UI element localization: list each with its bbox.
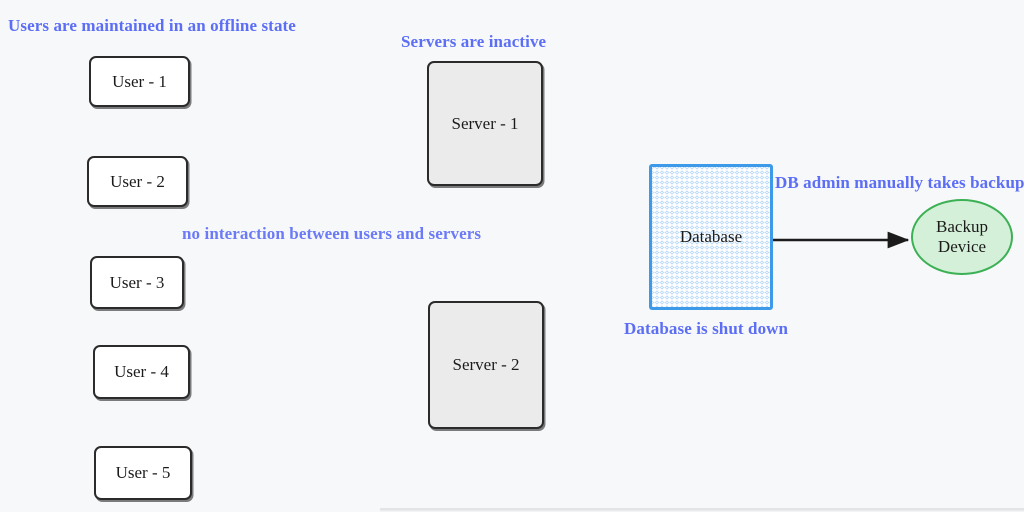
node-user-1-label: User - 1 xyxy=(112,71,167,91)
annotation-servers-inactive: Servers are inactive xyxy=(401,32,547,51)
node-database-label: Database xyxy=(679,227,743,247)
page-bottom-edge xyxy=(380,508,1024,512)
annotation-no-interaction: no interaction between users and servers xyxy=(182,224,482,243)
node-user-4[interactable]: User - 4 xyxy=(93,345,190,399)
node-server-1-label: Server - 1 xyxy=(451,113,519,133)
node-user-3-label: User - 3 xyxy=(109,272,165,292)
annotation-users-offline: Users are maintained in an offline state xyxy=(8,16,296,35)
node-database[interactable]: Database xyxy=(649,164,773,310)
node-user-5-label: User - 5 xyxy=(115,463,171,483)
annotation-database-shutdown: Database is shut down xyxy=(624,319,789,338)
node-backup-device[interactable]: Backup Device xyxy=(911,199,1013,275)
node-backup-device-label-line2: Device xyxy=(937,237,987,256)
node-server-1[interactable]: Server - 1 xyxy=(427,61,543,186)
node-user-3[interactable]: User - 3 xyxy=(90,256,184,309)
node-user-4-label: User - 4 xyxy=(114,362,169,382)
node-server-2-label: Server - 2 xyxy=(452,355,520,375)
node-user-2[interactable]: User - 2 xyxy=(87,156,188,207)
node-user-5[interactable]: User - 5 xyxy=(94,446,192,500)
node-user-2-label: User - 2 xyxy=(110,171,165,191)
node-server-2[interactable]: Server - 2 xyxy=(428,301,544,429)
node-backup-device-label-line1: Backup xyxy=(936,217,988,237)
annotation-db-admin-backup: DB admin manually takes backup xyxy=(775,173,1024,192)
node-user-1[interactable]: User - 1 xyxy=(89,56,190,107)
